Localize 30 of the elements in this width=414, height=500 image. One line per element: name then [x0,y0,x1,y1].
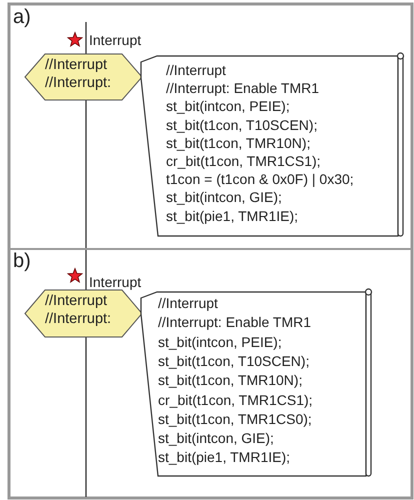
code-line: st_bit(intcon, GIE); [166,189,282,206]
code-line: st_bit(t1con, TMR1CS0); [158,410,312,427]
flow-line [85,250,87,290]
code-line: //Interrupt: Enable TMR1 [166,80,320,96]
code-line: st_bit(intcon, PEIE); [158,334,282,350]
event-label: Interrupt [89,274,142,290]
shape-label: //Interrupt: [45,311,112,327]
code-line: st_bit(pie1, TMR1IE); [158,449,290,466]
code-line: st_bit(t1con, TMR10N); [158,372,302,388]
flow-line [85,337,87,497]
panel-letter: a) [13,6,31,29]
code-line: cr_bit(t1con, TMR1CS1); [166,153,321,169]
code-line: //Interrupt [166,62,226,78]
code-line: st_bit(intcon, GIE); [158,430,274,446]
code-line: //Interrupt: Enable TMR1 [158,314,312,330]
event-label: Interrupt [89,32,142,48]
flow-line [85,22,87,54]
code-line: st_bit(t1con, T10SCEN); [158,352,310,369]
code-line: cr_bit(t1con, TMR1CS1); [158,392,313,408]
shape-label: //Interrupt: [45,75,112,91]
code-line: st_bit(intcon, PEIE); [166,98,290,114]
panel-letter: b) [13,250,31,273]
shape-label: //Interrupt [45,293,108,309]
code-line: st_bit(t1con, TMR10N); [166,134,310,151]
code-line: st_bit(t1con, T10SCEN); [166,116,318,133]
shape-label: //Interrupt [45,57,108,73]
code-line: t1con = (t1con & 0x0F) | 0x30; [166,171,354,188]
code-line: st_bit(pie1, TMR1IE); [166,208,298,224]
flow-line [85,100,87,248]
code-line: //Interrupt [158,295,218,311]
